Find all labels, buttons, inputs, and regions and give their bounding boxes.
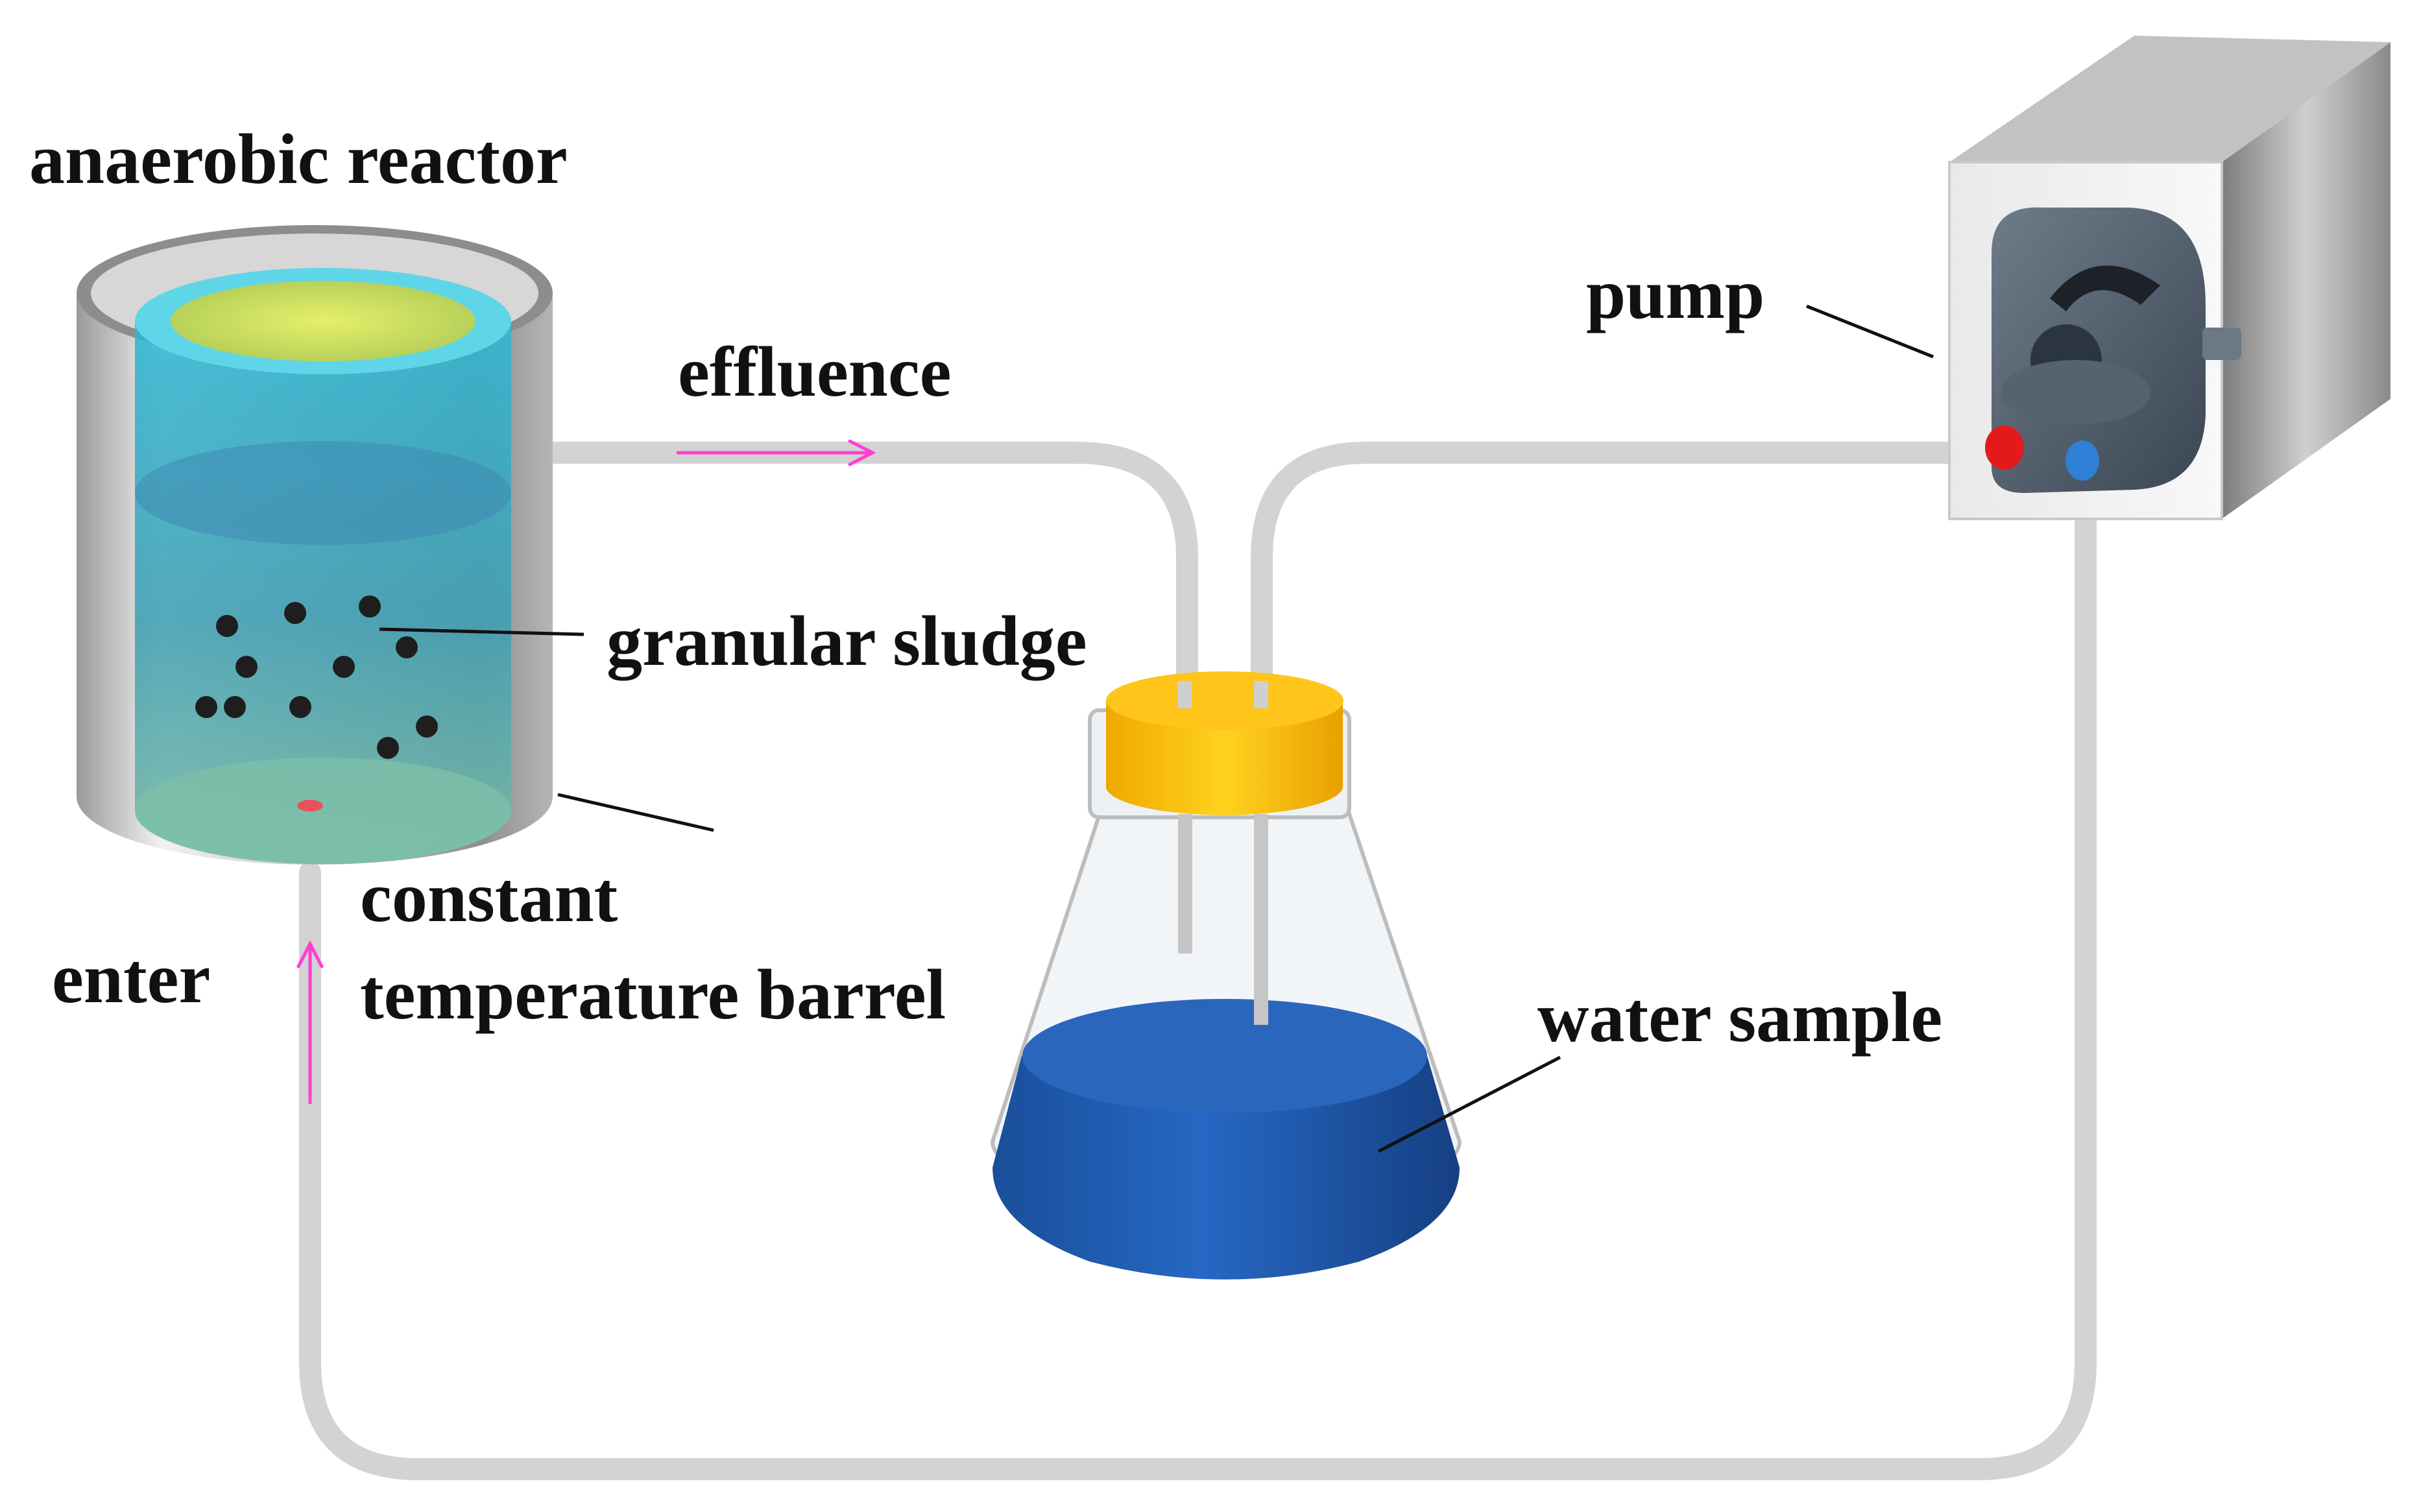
label-water-sample: water sample — [1537, 978, 1942, 1057]
return-tube — [1251, 442, 2009, 686]
effluence-arrow — [676, 439, 876, 466]
blue-button — [2065, 440, 2099, 481]
anaerobic-reactor — [77, 225, 553, 865]
label-enter: enter — [52, 939, 210, 1018]
barrel-leader — [557, 793, 714, 832]
granular-sludge-particles — [195, 595, 438, 759]
reactor-top-surface — [171, 281, 476, 361]
pump-box-top — [1949, 36, 2390, 162]
label-effluence: effluence — [678, 332, 951, 411]
long-dip-tube — [1254, 814, 1268, 1025]
pump-rotor — [2050, 265, 2160, 311]
label-constant: constant — [360, 858, 618, 937]
water-leader — [1377, 1055, 1561, 1153]
label-anaerobic-reactor: anaerobic reactor — [29, 119, 568, 198]
water-surface — [1022, 999, 1427, 1113]
feed-loop-tube — [299, 482, 2097, 1480]
water-sample-body — [993, 1056, 1460, 1280]
sample-flask — [990, 671, 1462, 1280]
tubing — [299, 442, 2097, 1480]
label-granular-sludge: granular sludge — [607, 601, 1087, 680]
label-pump: pump — [1586, 254, 1764, 333]
pump-box-side — [2222, 42, 2390, 519]
effluent-tube — [488, 442, 1198, 686]
leader-lines — [379, 304, 1934, 1153]
pump-leader — [1806, 304, 1934, 359]
inlet-dot — [297, 800, 323, 811]
peristaltic-pump — [1948, 36, 2390, 520]
flow-arrows — [296, 439, 876, 1105]
red-button — [1985, 426, 2024, 470]
enter-arrow — [296, 940, 324, 1105]
pump-knob — [2202, 328, 2241, 360]
flask-cap — [1106, 701, 1343, 815]
sludge-leader — [379, 627, 584, 636]
label-temperature-barrel: temperature barrel — [360, 955, 946, 1034]
short-dip-tube — [1178, 814, 1192, 954]
